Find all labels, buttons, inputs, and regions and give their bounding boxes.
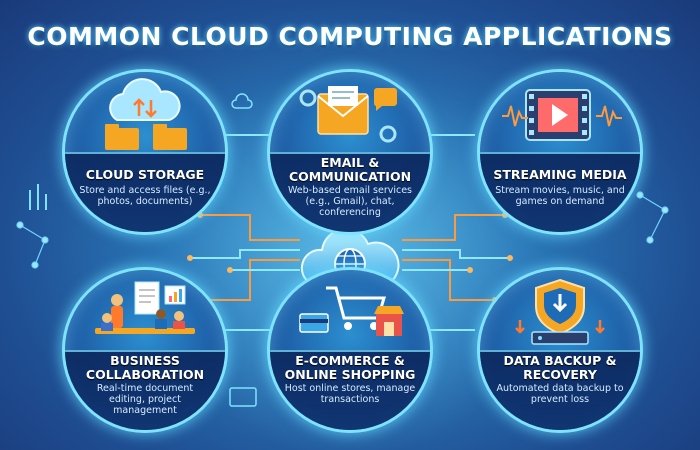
page-title: COMMON CLOUD COMPUTING APPLICATIONS — [27, 22, 673, 51]
card-title: E-COMMERCE & ONLINE SHOPPING — [284, 353, 416, 382]
card-band — [270, 152, 430, 232]
card-data-backup: DATA BACKUP & RECOVERY Automated data ba… — [480, 270, 640, 430]
card-streaming-media: STREAMING MEDIA Stream movies, music, an… — [480, 72, 640, 232]
card-description: Stream movies, music, and games on deman… — [495, 185, 625, 207]
film-play-icon — [502, 89, 622, 141]
card-band — [480, 350, 640, 430]
card-cloud-storage: CLOUD STORAGE Store and access files (e.… — [65, 72, 225, 232]
card-title: EMAIL & COMMUNICATION — [288, 155, 412, 184]
card-description: Web-based email services (e.g., Gmail), … — [287, 185, 413, 218]
card-business-collaboration: BUSINESS COLLABORATION Real-time documen… — [65, 270, 225, 430]
card-description: Host online stores, manage transactions — [284, 383, 416, 405]
card-band — [270, 350, 430, 430]
card-email-communication: EMAIL & COMMUNICATION Web-based email se… — [270, 72, 430, 232]
card-band — [65, 350, 225, 430]
shopping-cart-icon — [299, 286, 404, 336]
card-description: Automated data backup to prevent loss — [496, 383, 624, 405]
card-title: BUSINESS COLLABORATION — [85, 353, 205, 382]
card-title: CLOUD STORAGE — [85, 167, 205, 182]
card-description: Real-time document editing, project mana… — [96, 383, 194, 416]
card-title: DATA BACKUP & RECOVERY — [503, 353, 617, 382]
cloud-folder-icon — [105, 78, 187, 150]
card-description: Store and access files (e.g., photos, do… — [79, 185, 211, 207]
card-band — [65, 152, 225, 232]
card-band — [480, 152, 640, 232]
card-ecommerce: E-COMMERCE & ONLINE SHOPPING Host online… — [270, 270, 430, 430]
card-title: STREAMING MEDIA — [493, 167, 627, 182]
team-meeting-icon — [95, 281, 195, 334]
envelope-icon — [299, 86, 397, 143]
shield-backup-icon — [515, 278, 605, 345]
